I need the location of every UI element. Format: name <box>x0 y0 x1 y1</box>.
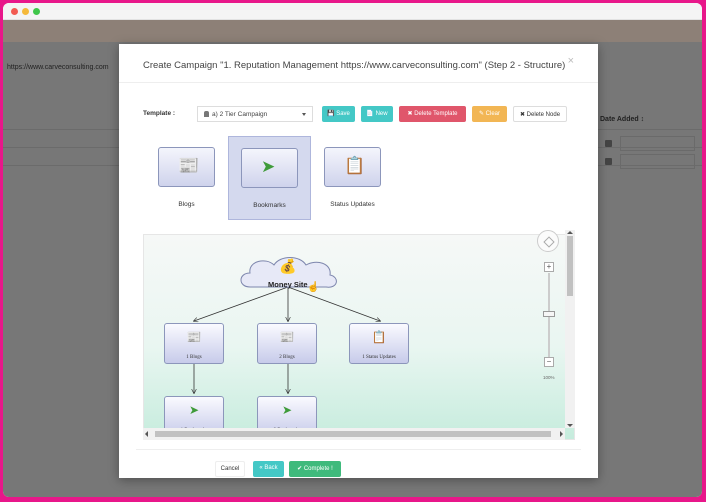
app-window: https://www.carveconsulting.com Date Add… <box>3 3 702 497</box>
diagram-node-blogs-1[interactable]: 📰 1 Blogs <box>164 323 224 364</box>
template-option-bookmarks[interactable]: ➤ Bookmarks <box>228 136 311 220</box>
money-site-node[interactable] <box>236 253 340 293</box>
divider <box>119 82 598 83</box>
background-url: https://www.carveconsulting.com <box>7 64 109 71</box>
maximize-window-icon[interactable] <box>33 8 40 15</box>
bookmark-icon: ➤ <box>188 403 200 417</box>
template-option-label: Status Updates <box>330 201 375 208</box>
diagram-link <box>194 286 289 321</box>
background-header <box>3 20 702 42</box>
diagram-link <box>287 286 380 321</box>
delete-template-label: Delete Template <box>414 111 458 117</box>
template-option-blogs[interactable]: 📰 Blogs <box>145 136 228 220</box>
status-update-icon: 📋 <box>324 147 381 187</box>
close-window-icon[interactable] <box>11 8 18 15</box>
diagram-node-blogs-2[interactable]: 📰 2 Blogs <box>257 323 317 364</box>
chevron-down-icon <box>302 113 306 116</box>
back-button[interactable]: « Back <box>253 461 284 477</box>
delete-node-label: Delete Node <box>526 112 561 118</box>
new-button[interactable]: 📄 New <box>361 106 393 122</box>
zoom-out-button[interactable]: − <box>544 357 554 367</box>
scroll-up-icon[interactable] <box>567 231 573 234</box>
scroll-left-icon[interactable] <box>145 431 148 437</box>
delete-node-button[interactable]: ✖ Delete Node <box>513 106 567 122</box>
app-background: https://www.carveconsulting.com Date Add… <box>3 20 702 497</box>
blog-icon: 📰 <box>158 147 215 187</box>
zoom-slider-handle[interactable] <box>543 311 555 317</box>
date-field[interactable] <box>620 154 695 169</box>
zoom-in-button[interactable]: + <box>544 262 554 272</box>
calendar-icon[interactable] <box>605 140 612 147</box>
new-button-label: New <box>375 111 388 117</box>
template-option-label: Blogs <box>178 201 195 208</box>
save-button-label: Save <box>336 111 350 117</box>
blog-icon: 📰 <box>279 330 295 344</box>
scroll-down-icon[interactable] <box>567 424 573 427</box>
scrollbar-thumb[interactable] <box>567 236 573 296</box>
template-select[interactable]: a) 2 Tier Campaign <box>197 106 313 122</box>
create-campaign-modal: Create Campaign "1. Reputation Managemen… <box>119 44 598 478</box>
save-button[interactable]: 💾 Save <box>322 106 355 122</box>
title-bar <box>3 3 702 20</box>
close-icon[interactable]: × <box>567 55 574 67</box>
minimize-window-icon[interactable] <box>22 8 29 15</box>
money-bag-icon: 💰 <box>279 258 297 274</box>
horizontal-scrollbar[interactable] <box>143 428 565 440</box>
complete-button[interactable]: ✔ Complete ! <box>289 461 341 477</box>
diagram-node-status-updates[interactable]: 📋 1 Status Updates <box>349 323 409 364</box>
structure-canvas[interactable]: 💰 Money Site ☝ 📰 1 Blogs 📰 2 Blogs 📋 1 S… <box>143 234 575 440</box>
modal-title: Create Campaign "1. Reputation Managemen… <box>143 60 566 71</box>
bookmark-icon: ➤ <box>281 403 293 417</box>
node-label: 2 Blogs <box>279 355 295 360</box>
scroll-right-icon[interactable] <box>560 431 563 437</box>
status-update-icon: 📋 <box>371 330 387 344</box>
scrollbar-thumb[interactable] <box>155 431 551 437</box>
blog-icon: 📰 <box>186 330 202 344</box>
user-icon <box>204 111 209 117</box>
template-label: Template : <box>143 110 176 117</box>
vertical-scrollbar[interactable] <box>565 230 575 428</box>
diagram-links <box>144 286 575 440</box>
delete-template-button[interactable]: ✖ Delete Template <box>399 106 466 122</box>
date-added-header[interactable]: Date Added ↕ <box>600 116 645 123</box>
money-site-label: Money Site <box>268 280 308 289</box>
hand-cursor-icon: ☝ <box>307 282 320 293</box>
divider <box>136 449 581 450</box>
zoom-level: 100% <box>543 375 555 380</box>
template-select-value: a) 2 Tier Campaign <box>212 111 268 118</box>
calendar-icon[interactable] <box>605 158 612 165</box>
clear-button[interactable]: ✎ Clear <box>472 106 507 122</box>
date-field[interactable] <box>620 136 695 151</box>
template-option-status-updates[interactable]: 📋 Status Updates <box>311 136 394 220</box>
template-option-label: Bookmarks <box>253 202 286 209</box>
node-label: 1 Status Updates <box>362 355 396 360</box>
bookmark-icon: ➤ <box>241 148 298 188</box>
node-label: 1 Blogs <box>186 355 202 360</box>
cancel-button[interactable]: Cancel <box>215 461 245 477</box>
pan-control-icon[interactable] <box>537 230 559 252</box>
clear-button-label: Clear <box>485 111 501 117</box>
